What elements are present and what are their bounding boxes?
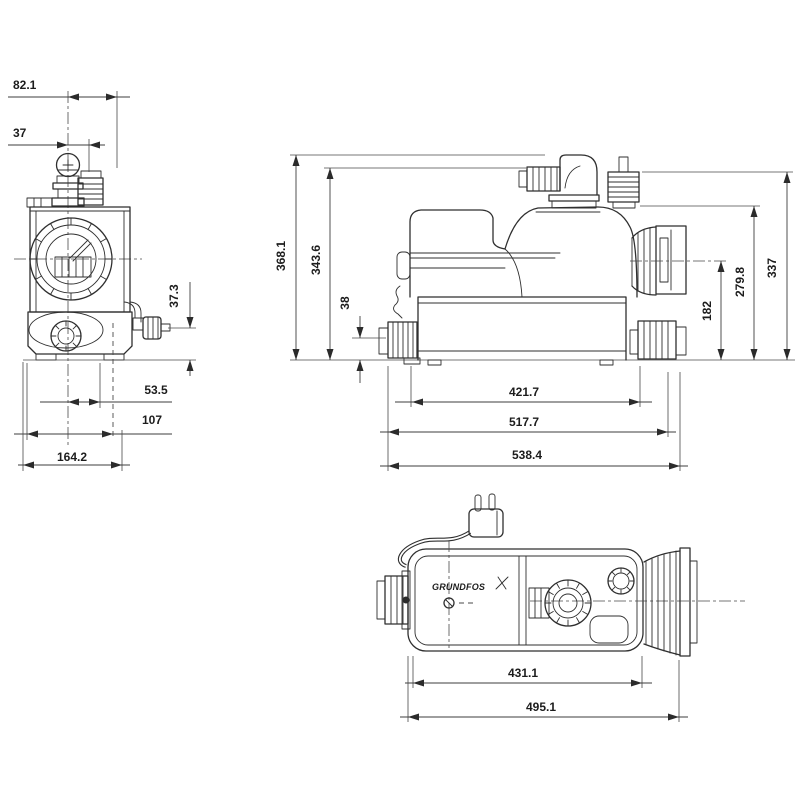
brand-text: GRUNDFOS xyxy=(432,582,485,592)
vent-cap xyxy=(607,156,640,209)
bottom-left-connector xyxy=(378,321,421,365)
top-right-connector xyxy=(643,547,698,657)
top-knob xyxy=(607,567,635,595)
dim-label: 538.4 xyxy=(512,448,542,462)
side-tank xyxy=(417,296,627,366)
logo-mark-icon xyxy=(495,576,509,590)
dim-label: 431.1 xyxy=(508,666,538,680)
dim-label: 164.2 xyxy=(57,450,87,464)
top-left-connector xyxy=(376,570,411,630)
dim-label: 495.1 xyxy=(526,700,556,714)
dim-label: 37 xyxy=(13,126,27,140)
dim-side-body-length: 517.7 xyxy=(380,366,676,471)
dim-side-body-height: 279.8 xyxy=(640,205,760,360)
dim-side-overall-height: 368.1 xyxy=(274,154,545,360)
dim-label: 53.5 xyxy=(144,383,168,397)
power-plug xyxy=(468,493,504,538)
dim-label: 421.7 xyxy=(509,385,539,399)
power-cable xyxy=(397,530,472,568)
access-cover xyxy=(589,615,629,644)
side-body xyxy=(393,206,638,319)
outlet-elbow xyxy=(518,154,600,209)
bottom-right-connector xyxy=(629,320,687,360)
dim-label: 182 xyxy=(700,301,714,321)
dim-label: 37.3 xyxy=(167,284,181,308)
dim-top-body-length: 431.1 xyxy=(405,656,652,688)
dim-side-inlet-center-height: 182 xyxy=(630,260,727,360)
dim-label: 107 xyxy=(142,413,162,427)
dim-label: 337 xyxy=(765,258,779,278)
dim-side-inlet-bottom-height: 38 xyxy=(338,296,386,383)
outlet-ribs xyxy=(544,579,592,627)
dim-label: 343.6 xyxy=(309,245,323,275)
flange-ribs xyxy=(29,217,113,301)
screw xyxy=(443,597,477,609)
drain-valve xyxy=(123,301,171,340)
dim-label: 368.1 xyxy=(274,241,288,271)
cable-gland-dot xyxy=(402,596,410,604)
knob-ribs xyxy=(607,567,635,595)
dim-front-top-width: 82.1 xyxy=(8,78,130,168)
dim-front-drain-valve-height: 37.3 xyxy=(23,282,196,376)
front-lower-body xyxy=(27,311,133,361)
top-outlet-port xyxy=(528,579,592,627)
dim-front-drain-offset: 53.5 xyxy=(40,363,172,408)
dim-label: 82.1 xyxy=(13,78,37,92)
dim-side-tank-length: 421.7 xyxy=(395,366,652,407)
inlet-flange xyxy=(29,217,113,301)
front-outlet-connector xyxy=(77,170,104,206)
dim-front-overall-width: 164.2 xyxy=(18,362,130,471)
dim-side-vent-height: 337 xyxy=(642,171,793,360)
dim-side-outlet-height: 343.6 xyxy=(309,167,526,360)
dim-label: 38 xyxy=(338,296,352,310)
mounting-bracket xyxy=(396,251,411,280)
top-view: GRUNDFOS xyxy=(376,493,745,722)
knob-ribs xyxy=(50,320,82,352)
side-inlet-connector xyxy=(631,225,687,296)
dim-front-body-width: 107 xyxy=(14,323,172,440)
side-view: 368.1 343.6 38 182 xyxy=(274,154,795,471)
dim-side-overall-length: 538.4 xyxy=(380,372,688,471)
dim-front-outlet-offset: 37 xyxy=(8,126,105,172)
grundfos-logo: GRUNDFOS xyxy=(432,576,509,592)
dim-label: 517.7 xyxy=(509,415,539,429)
cable-hook xyxy=(393,285,403,319)
dim-top-overall-length: 495.1 xyxy=(400,656,688,722)
front-view: 82.1 37 37.3 53.5 xyxy=(8,78,196,471)
dim-label: 279.8 xyxy=(733,267,747,297)
